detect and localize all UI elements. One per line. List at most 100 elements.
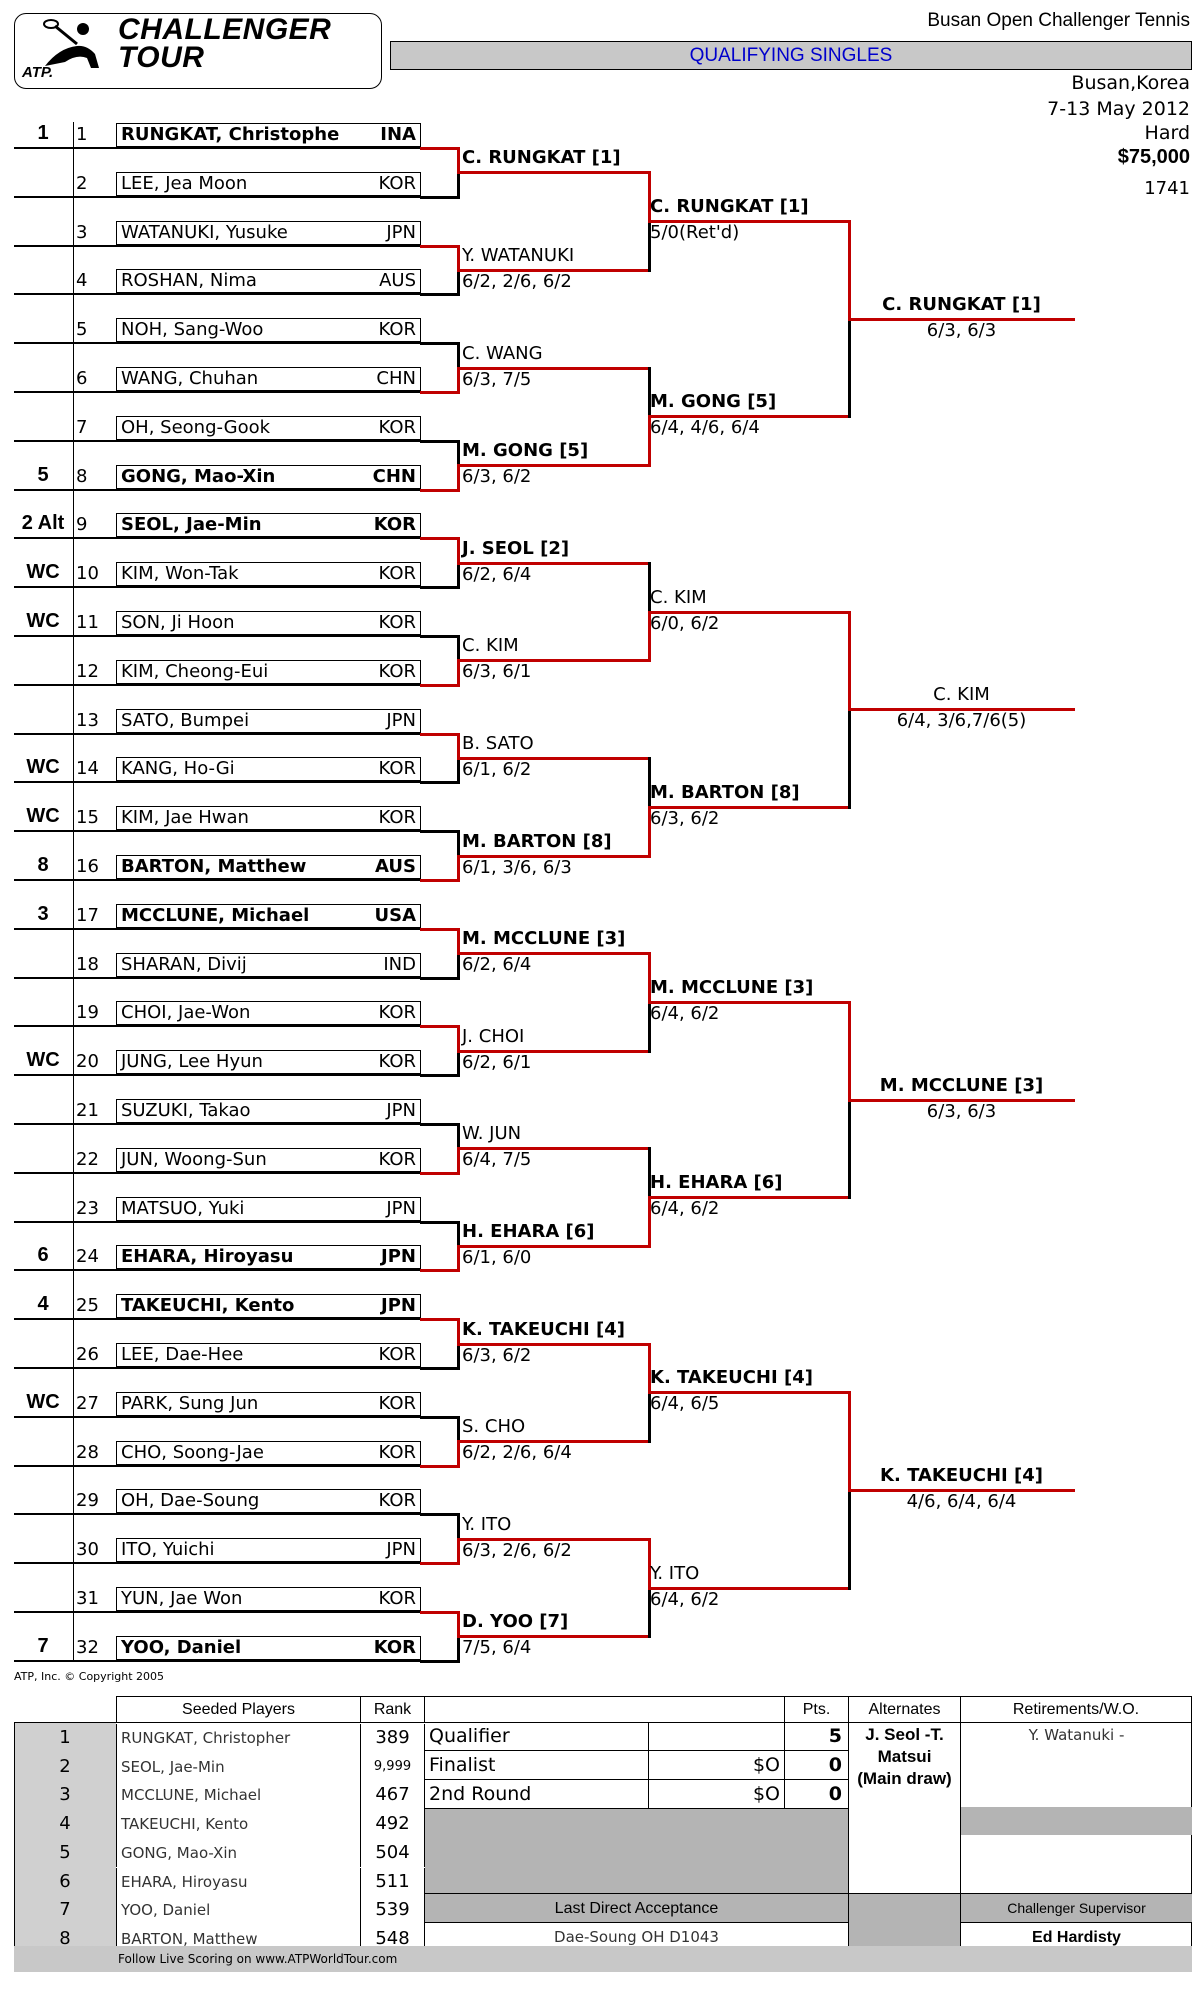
player-name: CHOI, Jae-Won: [121, 1002, 251, 1024]
player-line: [14, 1318, 459, 1321]
draw-position: 29: [76, 1490, 99, 1512]
bracket-line: [420, 1659, 460, 1663]
prize-money-value: [649, 1722, 785, 1751]
bracket-line: [420, 1367, 460, 1370]
bracket-line: [457, 1025, 460, 1053]
winner-line: [457, 854, 648, 858]
player-line: [14, 293, 459, 296]
player-country: KOR: [378, 758, 417, 780]
bracket-line: [420, 683, 460, 687]
player-name: EHARA, Hiroyasu: [121, 1246, 294, 1268]
player-name: WANG, Chuhan: [121, 368, 259, 389]
winner-line: [457, 1049, 648, 1053]
player-country: JPN: [386, 709, 416, 731]
match-score: 6/2, 2/6, 6/4: [462, 1442, 572, 1464]
player-line: [14, 537, 459, 540]
player-line: [14, 1562, 459, 1565]
bracket-line: [420, 488, 460, 492]
seeded-player-rank: 504: [361, 1838, 425, 1868]
points-round-label: Finalist: [425, 1751, 649, 1780]
player-name: YUN, Jae Won: [121, 1588, 243, 1609]
bracket-line: [420, 927, 460, 931]
seeded-player-name: TAKEUCHI, Kento: [116, 1810, 361, 1839]
player-name: KIM, Cheong-Eui: [121, 660, 269, 682]
logo-atp: ATP.: [22, 64, 54, 81]
match-score: 6/1, 6/2: [462, 759, 532, 780]
winner-line: [457, 1635, 648, 1639]
bracket-line: [457, 1440, 460, 1468]
bracket-line: [648, 1537, 651, 1590]
winner-line: [848, 708, 1075, 712]
player-line: [14, 1415, 459, 1418]
player-country: KOR: [378, 1588, 417, 1609]
player-name: ROSHAN, Nima: [121, 270, 257, 292]
player-country: KOR: [373, 1636, 416, 1658]
player-line: [14, 1220, 459, 1223]
seed-number: 8: [59, 1927, 71, 1949]
match-winner: J. SEOL [2]: [462, 537, 570, 559]
draw-position: 8: [76, 465, 88, 487]
retirements-value: Y. Watanuki -: [1028, 1726, 1125, 1744]
winner-line: [648, 220, 848, 224]
draw-position: 1: [76, 124, 88, 145]
tournament-title: Busan Open Challenger Tennis: [927, 10, 1190, 31]
seeded-player-name: RUNGKAT, Christopher: [116, 1724, 361, 1753]
player-entry[interactable]: YUN, Jae Won KOR: [116, 1587, 421, 1611]
player-line: [14, 976, 459, 979]
player-line: [14, 1513, 459, 1516]
player-line: [14, 879, 459, 881]
bracket-line: [648, 1196, 651, 1248]
logo-wordmark: CHALLENGER TOUR: [118, 15, 331, 73]
draw-position: 21: [76, 1100, 99, 1121]
player-name: MCCLUNE, Michael: [121, 904, 310, 926]
player-name: JUN, Woong-Sun: [121, 1148, 267, 1170]
player-country: KOR: [373, 514, 416, 536]
match-score: 6/3, 6/2: [462, 466, 532, 488]
player-name: NOH, Sang-Woo: [121, 319, 264, 341]
match-winner: M. BARTON [8]: [650, 781, 800, 803]
seeded-player-name: YOO, Daniel: [116, 1896, 361, 1925]
seed-label: WC: [26, 756, 60, 779]
player-line: [14, 195, 459, 198]
draw-position: 28: [76, 1441, 99, 1463]
bracket-line: [648, 171, 651, 224]
bracket-line: [457, 659, 460, 687]
player-country: IND: [383, 953, 416, 975]
match-score: 6/1, 3/6, 6/3: [462, 856, 572, 878]
player-line: [14, 147, 459, 149]
bracket-line: [848, 1001, 851, 1102]
seed-label: WC: [26, 1390, 60, 1413]
winner-line: [457, 1342, 648, 1346]
